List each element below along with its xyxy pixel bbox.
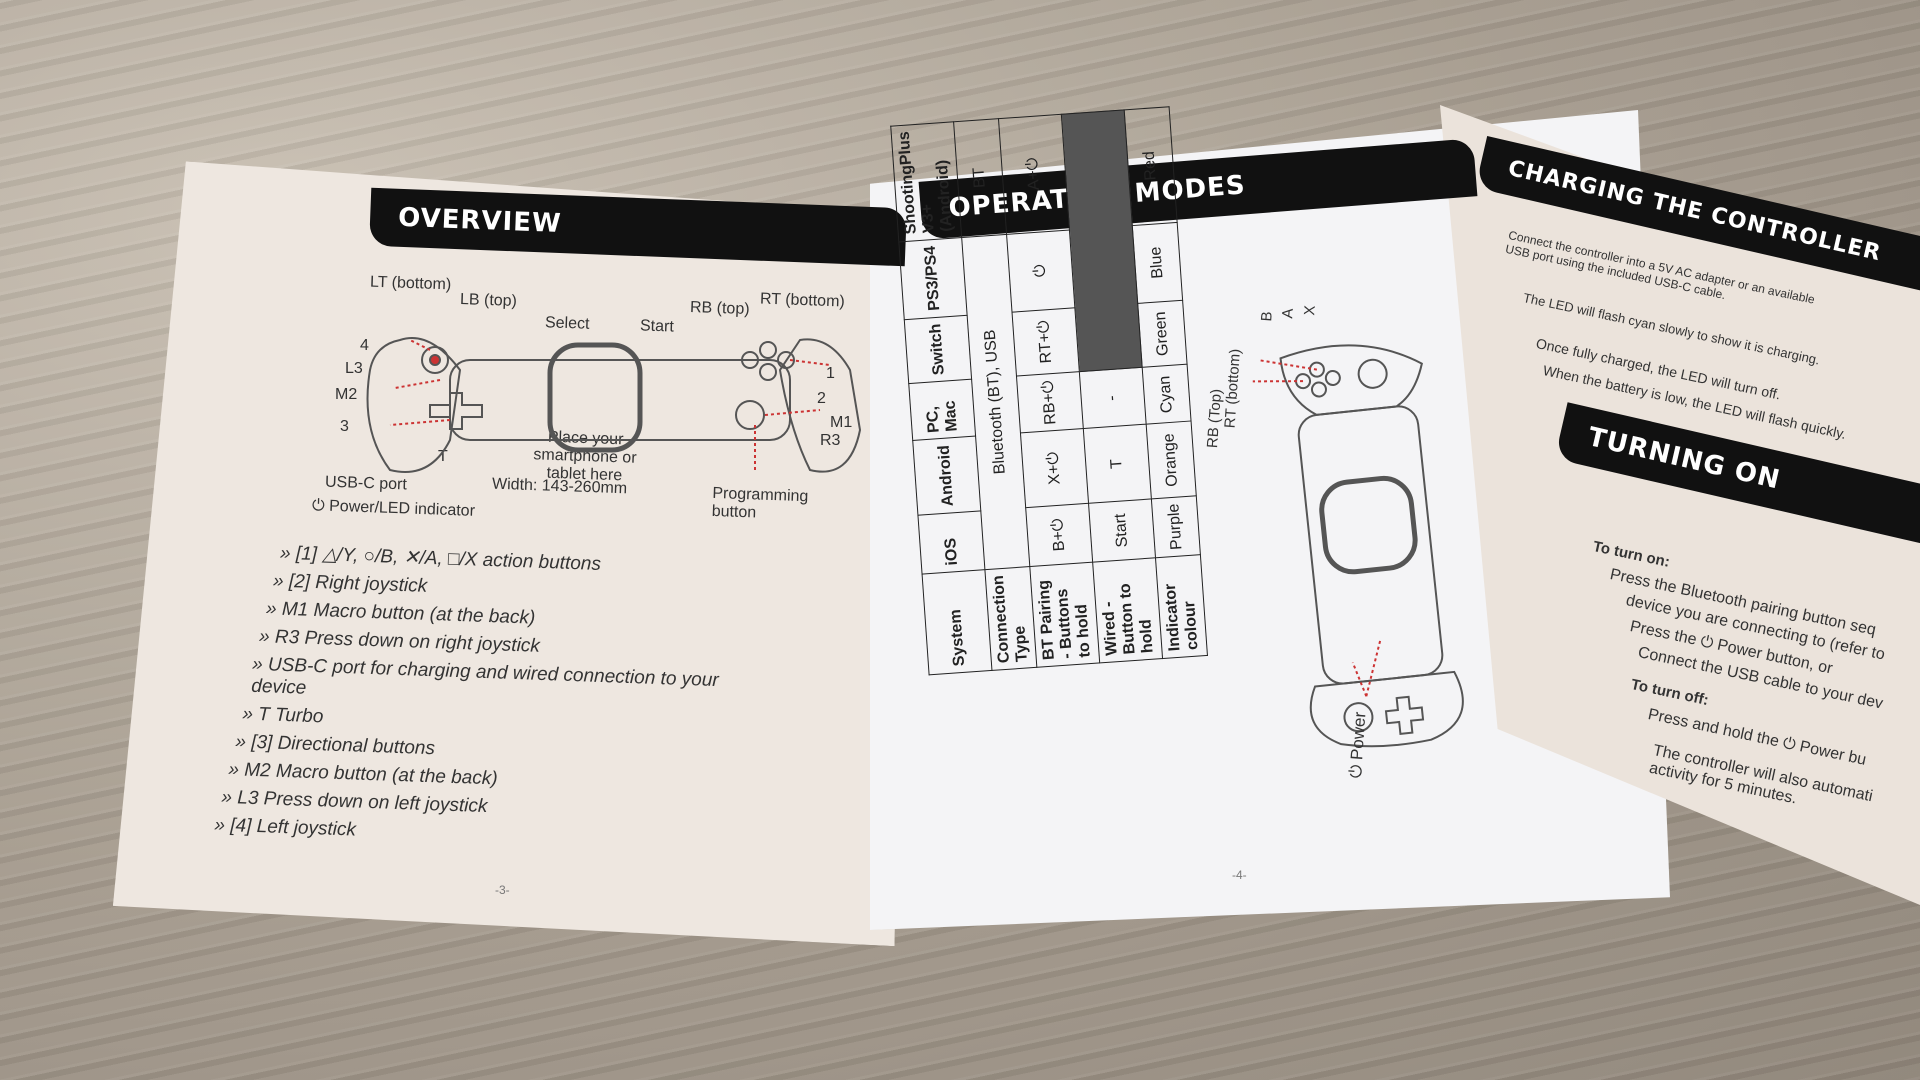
overview-bullet-list: [1] △/Y, ○/B, ✕/A, □/X action buttons [2… — [210, 540, 820, 864]
table-cell: ShootingPlus V3+ (Android) — [890, 121, 962, 242]
power-icon: ⏻ — [311, 497, 330, 515]
label-lt: LT (bottom) — [369, 273, 452, 294]
table-cell: T — [1083, 424, 1152, 504]
label-l3: L3 — [345, 360, 363, 377]
table-cell: Switch — [904, 314, 972, 384]
table-cell: - — [1079, 367, 1147, 429]
label-m2: M2 — [335, 386, 358, 403]
label-a: A — [1279, 307, 1297, 320]
table-cell: Android — [912, 436, 981, 516]
table-cell: Wired - Button to hold — [1092, 557, 1163, 663]
table-cell: Cyan — [1142, 364, 1192, 425]
controller-diagram-vertical — [1219, 318, 1521, 763]
label-2: 2 — [817, 390, 826, 407]
label-programming: Programming button — [711, 484, 809, 522]
label-1: 1 — [826, 365, 835, 382]
table-cell: System — [922, 569, 992, 675]
label-lb: LB (top) — [459, 291, 518, 310]
table-cell: Blue — [1132, 222, 1183, 304]
table-cell: Start — [1088, 498, 1156, 563]
label-rt: RT (bottom) — [759, 290, 846, 311]
table-cell: Green — [1137, 299, 1188, 368]
table-cell: A+⏻ — [998, 113, 1070, 235]
table-cell: iOS — [917, 510, 985, 575]
table-cell: RB+⏻ — [1016, 371, 1084, 434]
table-cell: ⏻ — [1006, 229, 1075, 312]
label-t: T — [438, 448, 448, 465]
table-cell: Red — [1124, 106, 1178, 226]
label-x: X — [1301, 304, 1319, 317]
page-number-4: -4- — [1232, 868, 1247, 882]
table-cell: PS3/PS4 — [898, 237, 968, 320]
table-cell: Purple — [1151, 495, 1201, 558]
table-cell: Orange — [1146, 421, 1197, 499]
table-cell: Connection Type — [984, 566, 1037, 671]
operating-modes-table: System iOS Android PC, Mac Switch PS3/PS… — [890, 106, 1208, 676]
label-4: 4 — [360, 337, 369, 354]
table-cell: RT+⏻ — [1011, 307, 1080, 377]
label-b: B — [1258, 310, 1276, 323]
table-cell: BT — [953, 118, 1007, 238]
label-r3: R3 — [820, 432, 841, 449]
table-cell: X+⏻ — [1020, 428, 1089, 508]
controller-diagram-overview — [350, 310, 870, 480]
table-cell: B+⏻ — [1025, 503, 1093, 567]
label-3: 3 — [340, 418, 349, 435]
table-cell: BT Pairing - Buttons to hold — [1029, 562, 1100, 668]
label-m1: M1 — [830, 414, 853, 431]
table-cell: Indicator colour — [1155, 554, 1208, 659]
table-cell: PC, Mac — [908, 379, 976, 441]
page-number-3: -3- — [495, 883, 510, 897]
